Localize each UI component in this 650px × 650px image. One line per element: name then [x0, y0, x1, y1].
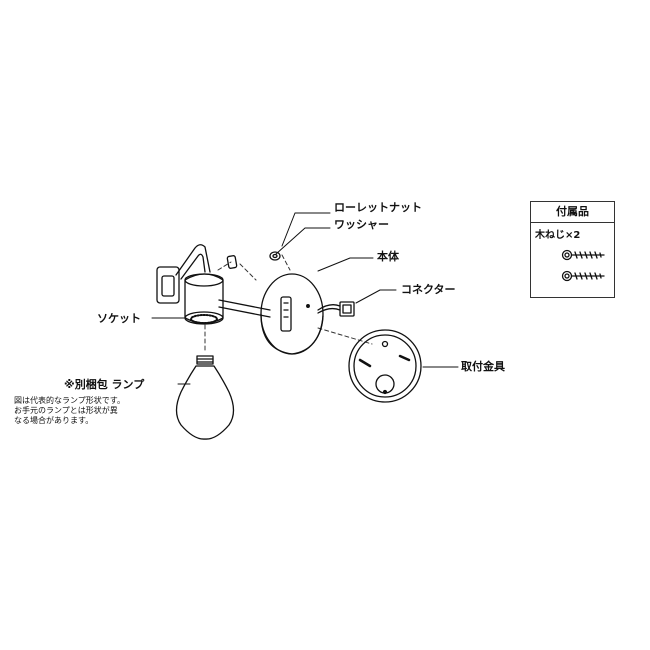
label-connector: コネクター [401, 283, 456, 296]
accessories-item: 木ねじ×2 [535, 230, 581, 241]
label-body: 本体 [377, 250, 399, 263]
accessories-box: 付属品 木ねじ×2 [530, 201, 615, 298]
label-knurled-nut: ローレットナット [334, 201, 422, 214]
connector-part [317, 301, 355, 317]
label-socket: ソケット [97, 312, 141, 325]
socket-part [184, 273, 224, 325]
lamp-note-line-3: なる場合があります。 [14, 416, 94, 425]
label-washer: ワッシャー [334, 218, 389, 231]
lamp-bulb [175, 355, 235, 440]
label-lamp: ※別梱包 ランプ [64, 378, 145, 391]
wall-arm [156, 244, 271, 318]
label-mounting-bracket: 取付金具 [461, 360, 505, 373]
lamp-note-line-1: 図は代表的なランプ形状です。 [14, 396, 125, 405]
lamp-note-line-2: お手元のランプとは形状が異 [14, 406, 118, 415]
accessories-title: 付属品 [531, 202, 614, 223]
knurled-nut-and-washer [226, 251, 281, 269]
wood-screw-icon [561, 249, 605, 282]
mounting-bracket-part [348, 329, 422, 403]
body-canopy [260, 273, 324, 355]
assembly-guide-lines [204, 254, 373, 353]
leader-lines [151, 212, 459, 385]
